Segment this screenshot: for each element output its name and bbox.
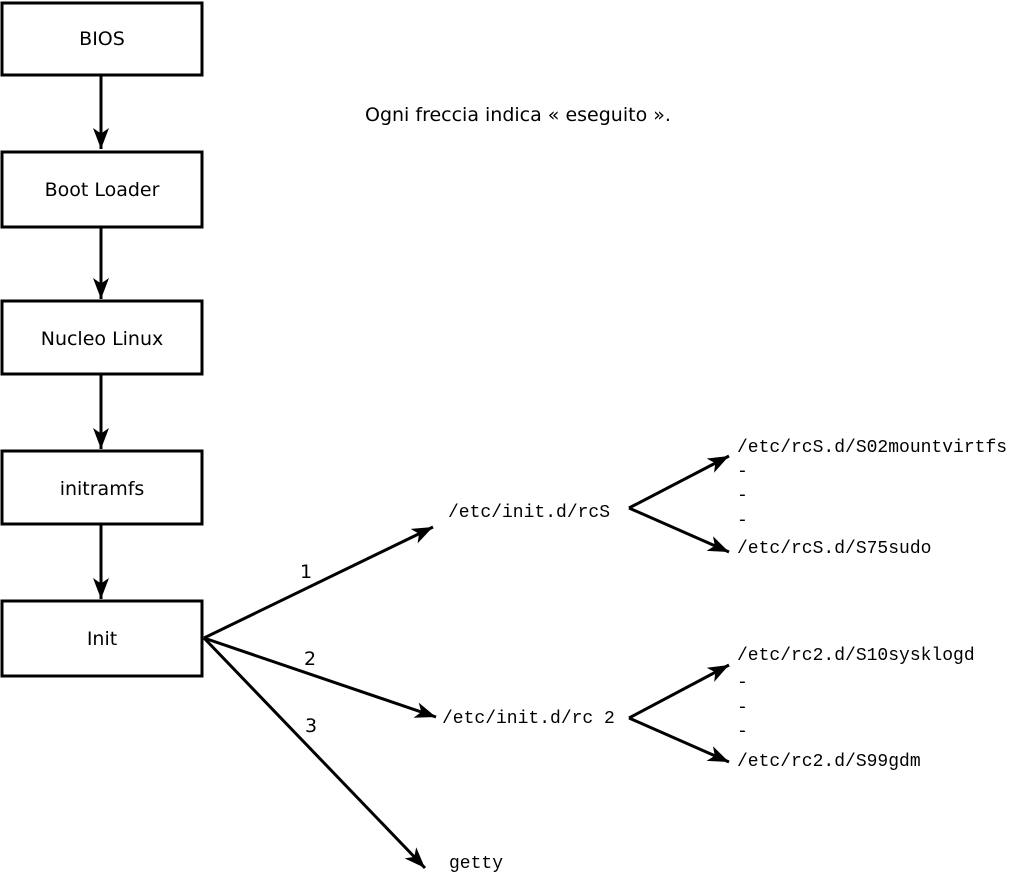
rcS-script-ellipsis: - [737,511,748,531]
boot-loader-box [0,150,204,229]
rcS-script-ellipsis: - [737,462,748,482]
arrow-rc2-to-last-script [628,716,730,764]
branch-target-rcS: /etc/init.d/rcS [448,503,610,523]
arrow-rcS-to-last-script [628,506,730,554]
branch-number-1: 1 [300,561,312,583]
arrow-init-to-rc2 [203,636,437,719]
bios-box [0,1,204,77]
rcS-script-item: /etc/rcS.d/S75sudo [737,539,931,559]
flow-box-nucleo-linux: Nucleo Linux [0,299,204,376]
diagram-caption: Ogni freccia indica « eseguito ». [365,104,671,126]
rc2-script-item: /etc/rc2.d/S10sysklogd [737,646,975,666]
arrow-init-to-rcS [203,525,434,640]
branch-number-3: 3 [305,715,317,737]
flow-box-bios: BIOS [0,1,204,77]
nucleo-linux-box [0,299,204,376]
branch-number-2: 2 [304,648,316,670]
rc2-script-ellipsis: - [737,722,748,742]
rc2-script-ellipsis: - [737,698,748,718]
branch-target-getty: getty [449,854,503,874]
bios-box-label: BIOS [79,28,125,50]
init-box [0,599,204,678]
flow-box-boot-loader: Boot Loader [0,150,204,229]
nucleo-linux-box-label: Nucleo Linux [41,328,164,350]
rcS-script-item: /etc/rcS.d/S02mountvirtfs [737,438,1007,458]
branch-target-rc2: /etc/init.d/rc 2 [442,709,615,729]
flow-box-initramfs: initramfs [0,449,204,526]
rc2-script-ellipsis: - [737,673,748,693]
flow-box-init: Init [0,599,204,678]
initramfs-box-label: initramfs [60,478,145,500]
arrow-rcS-to-first-script [628,454,730,510]
init-box-label: Init [87,628,117,650]
boot-loader-box-label: Boot Loader [45,179,160,201]
rc2-script-item: /etc/rc2.d/S99gdm [737,752,921,772]
arrow-rc2-to-first-script [628,663,730,720]
initramfs-box [0,449,204,526]
arrow-init-to-getty [202,636,427,870]
rcS-script-ellipsis: - [737,486,748,506]
